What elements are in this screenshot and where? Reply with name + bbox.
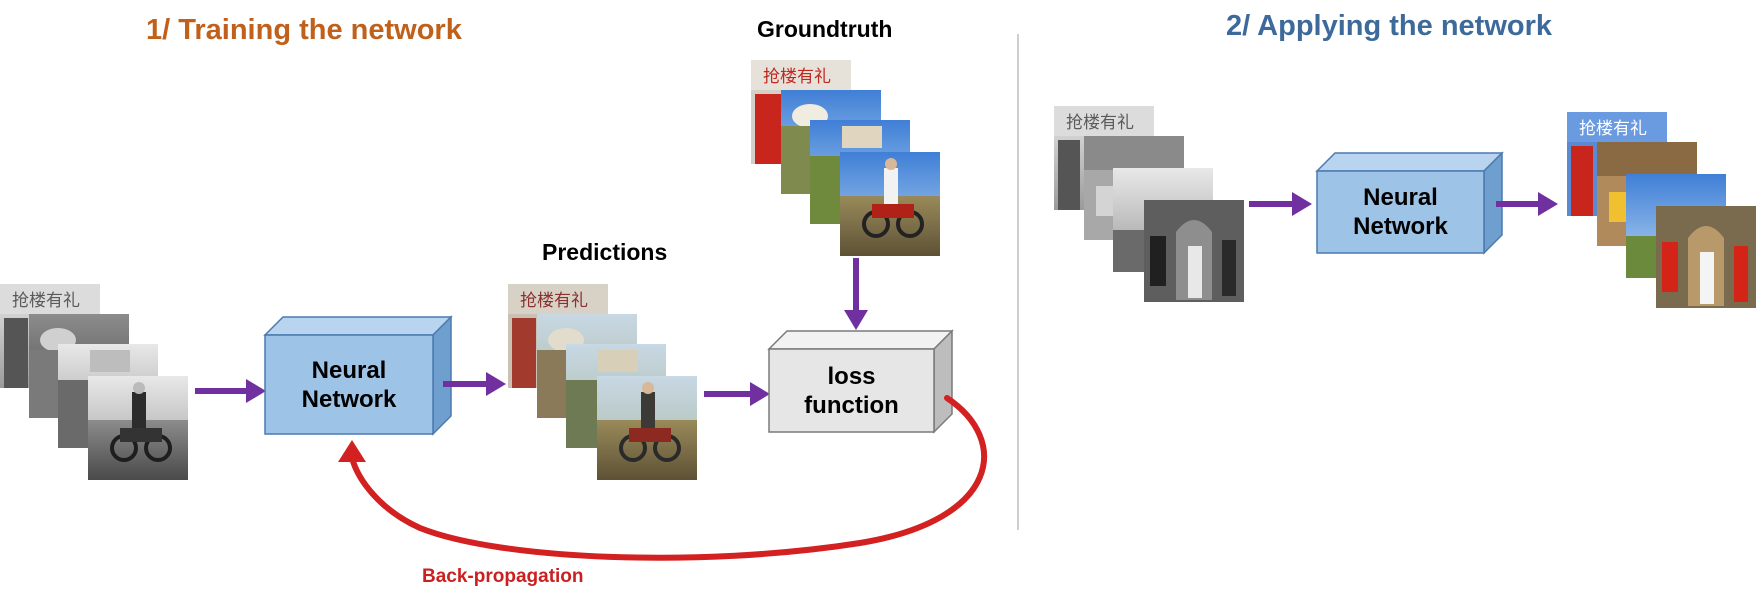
- applying-title: 2/ Applying the network: [1226, 10, 1553, 42]
- thumbnail-caption: 抢楼有礼: [763, 67, 831, 87]
- arrow-input-to-network: [195, 379, 266, 403]
- thumbnail-caption: 抢楼有礼: [520, 291, 588, 311]
- input-image-stack: 抢楼有礼: [0, 284, 188, 480]
- arrow-apply-network-to-output: [1496, 192, 1558, 216]
- thumbnail-caption: 抢楼有礼: [12, 291, 80, 311]
- apply-input-image-stack: 抢楼有礼: [1054, 106, 1244, 302]
- prediction-image-4: [597, 376, 697, 480]
- input-image-4: [88, 376, 188, 480]
- groundtruth-image-4: [840, 152, 940, 256]
- arrow-predictions-to-loss: [704, 382, 770, 406]
- predictions-label: Predictions: [542, 239, 668, 265]
- groundtruth-label: Groundtruth: [757, 16, 893, 42]
- apply-input-image-4: [1144, 200, 1244, 302]
- arrow-network-to-predictions: [443, 372, 506, 396]
- training-title: 1/ Training the network: [146, 14, 462, 46]
- arrow-apply-input-to-network: [1249, 192, 1312, 216]
- apply-output-image-4: [1656, 206, 1756, 308]
- apply-neural-network-box: [1315, 151, 1504, 255]
- predictions-image-stack: 抢楼有礼: [508, 284, 697, 480]
- apply-output-image-stack: 抢楼有礼: [1567, 112, 1756, 308]
- thumbnail-caption: 抢楼有礼: [1579, 119, 1647, 139]
- backpropagation-arrow: [338, 395, 988, 561]
- thumbnail-caption: 抢楼有礼: [1066, 113, 1134, 133]
- loss-function-label: loss function: [804, 363, 899, 419]
- backpropagation-label: Back-propagation: [422, 566, 584, 587]
- neural-network-label: Neural Network: [301, 357, 397, 413]
- groundtruth-image-stack: 抢楼有礼: [751, 60, 940, 256]
- arrow-groundtruth-to-loss: [844, 258, 868, 330]
- neural-network-box: [263, 315, 453, 436]
- apply-neural-network-label: Neural Network: [1353, 184, 1448, 240]
- loss-function-box: [767, 329, 954, 434]
